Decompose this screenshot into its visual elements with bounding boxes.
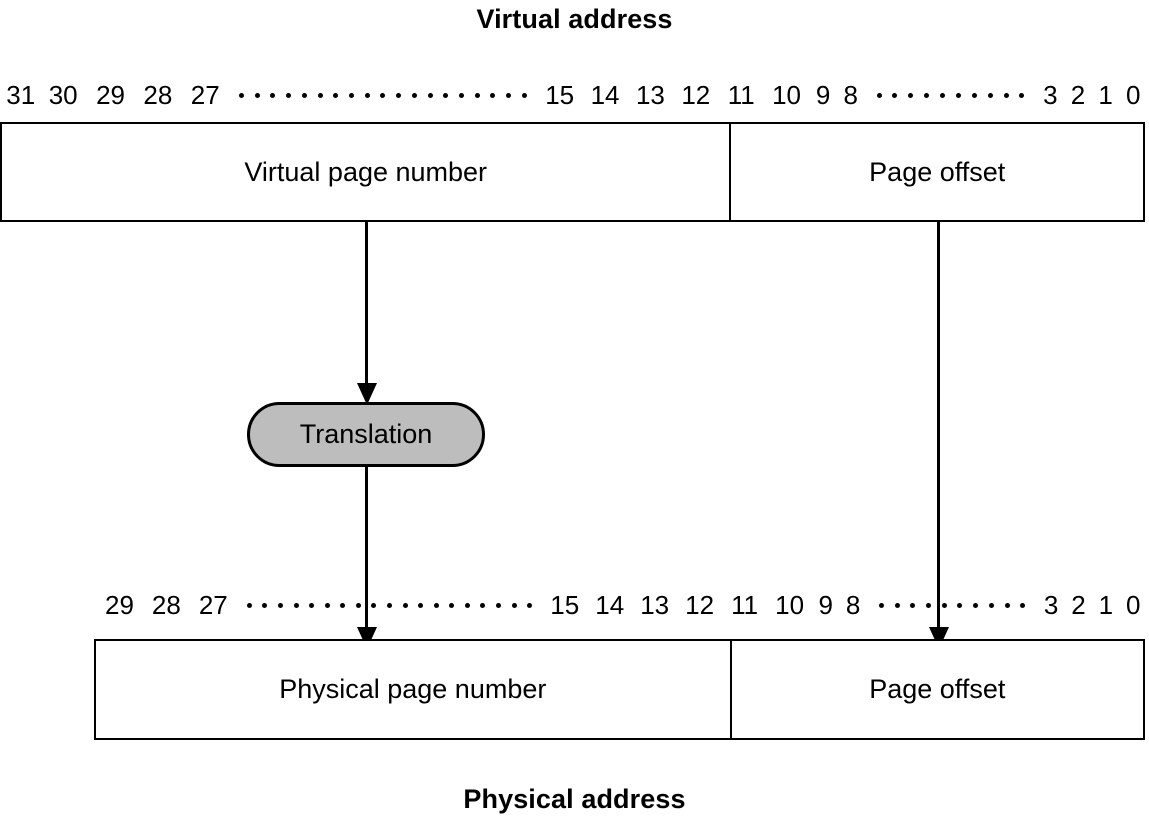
field-virtual-page-offset: Page offset: [729, 124, 1143, 220]
bit-label: 10: [775, 589, 805, 620]
bit-label: 3: [1043, 589, 1059, 620]
bit-label: 12: [681, 79, 711, 110]
bit-label: 8: [845, 589, 861, 620]
bit-label: 29: [105, 589, 134, 620]
bit-label: 0: [1125, 79, 1141, 110]
physical-address-box: Physical page number Page offset: [94, 639, 1145, 740]
virtual-address-box: Virtual page number Page offset: [0, 122, 1145, 222]
field-physical-page-offset: Page offset: [729, 641, 1143, 738]
connector-line-page-offset-passthrough: [937, 222, 940, 642]
bit-label: 9: [818, 589, 833, 620]
bit-label: 13: [635, 79, 665, 110]
connector-line-vpn-to-translation: [365, 222, 368, 392]
bit-label: 11: [731, 589, 759, 620]
bit-index-row-virtual: 31 30 29 28 27 15 14 13 12 11 10 9 8 3 2…: [2, 78, 1147, 112]
bit-label: 1: [1098, 589, 1114, 620]
bit-label: 0: [1126, 589, 1141, 620]
bit-label: 15: [545, 79, 575, 110]
bit-label: 28: [143, 79, 173, 110]
connector-line-translation-to-ppn: [365, 466, 368, 642]
field-virtual-page-number: Virtual page number: [244, 156, 488, 187]
bit-label: 1: [1098, 79, 1113, 110]
bit-label: 2: [1071, 589, 1086, 620]
ellipsis-dots-left: [238, 82, 527, 108]
bit-label: 13: [640, 589, 670, 620]
bit-label: 29: [96, 79, 125, 110]
bit-label: 10: [772, 79, 802, 110]
bit-label: 27: [198, 589, 228, 620]
bit-label: 27: [190, 79, 220, 110]
arrowhead-icon-into-translation: [357, 383, 377, 405]
bit-label: 31: [6, 79, 36, 110]
bit-label: 14: [590, 79, 620, 110]
ellipsis-dots-right: [878, 592, 1026, 618]
bit-label: 11: [727, 79, 755, 110]
bit-label: 3: [1043, 79, 1058, 110]
bit-label: 14: [595, 589, 625, 620]
bit-label: 8: [843, 79, 858, 110]
field-physical-page-number: Physical page number: [279, 674, 547, 704]
page-title-physical-address: Physical address: [463, 784, 686, 814]
ellipsis-dots-left: [246, 592, 533, 618]
ellipsis-dots-right: [876, 82, 1025, 108]
translation-node: Translation: [247, 402, 485, 467]
bit-label: 30: [48, 79, 78, 110]
bit-label: 9: [815, 79, 831, 110]
bit-label: 28: [151, 589, 181, 620]
bit-index-row-physical: 29 28 27 15 14 13 12 11 10 9 8 3 2 1 0: [96, 588, 1147, 622]
page-title-virtual-address: Virtual address: [476, 4, 673, 34]
bit-label: 2: [1070, 79, 1086, 110]
bit-label: 15: [550, 589, 580, 620]
bit-label: 12: [685, 589, 715, 620]
